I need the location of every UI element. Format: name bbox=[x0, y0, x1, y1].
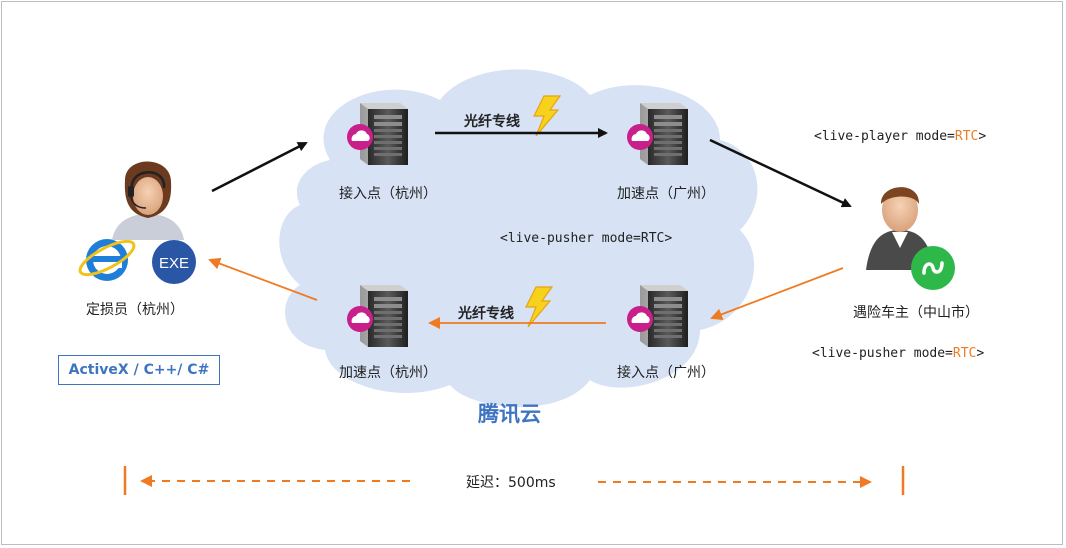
node-label-accel-hz: 加速点（杭州） bbox=[339, 365, 437, 381]
exe-badge-text: EXE bbox=[159, 255, 189, 272]
code-player-suffix: > bbox=[978, 129, 987, 144]
node-label-access-hz: 接入点（杭州） bbox=[339, 186, 437, 202]
right-user-label: 遇险车主（中山市） bbox=[853, 305, 979, 321]
code-pusher-suffix: > bbox=[976, 346, 985, 361]
latency-bar bbox=[123, 466, 905, 495]
code-player-prefix: <live-player mode= bbox=[814, 129, 955, 144]
left-user-label: 定损员（杭州） bbox=[86, 302, 184, 318]
node-label-accel-gz: 加速点（广州） bbox=[617, 186, 715, 202]
fiber-label-bottom: 光纤专线 bbox=[458, 306, 514, 322]
latency-label: 延迟：500ms bbox=[466, 475, 556, 491]
exe-badge-icon: EXE bbox=[152, 240, 196, 284]
arrow-driver-to-access-gz bbox=[710, 267, 844, 321]
sdk-platforms-box: ActiveX / C++/ C# bbox=[58, 355, 220, 385]
ie-browser-icon bbox=[78, 239, 136, 281]
node-label-access-gz: 接入点（广州） bbox=[617, 365, 715, 381]
cloud-label: 腾讯云 bbox=[478, 402, 541, 426]
code-pusher-mode: RTC bbox=[952, 346, 977, 361]
code-live-player: <live-player mode=RTC> bbox=[814, 129, 986, 144]
code-live-pusher-center: <live-pusher mode=RTC> bbox=[500, 231, 673, 246]
agent-headset-icon bbox=[112, 161, 184, 240]
arrow-agent-to-access-hz bbox=[211, 141, 308, 193]
code-player-mode: RTC bbox=[954, 129, 979, 144]
code-live-pusher-right: <live-pusher mode=RTC> bbox=[812, 346, 984, 361]
arrow-accel-gz-to-driver bbox=[709, 138, 852, 208]
mini-program-icon bbox=[911, 246, 955, 290]
driver-avatar-icon bbox=[866, 187, 934, 270]
fiber-label-top: 光纤专线 bbox=[464, 114, 520, 130]
arrow-accel-hz-to-agent bbox=[208, 257, 318, 301]
code-pusher-prefix: <live-pusher mode= bbox=[812, 346, 953, 361]
